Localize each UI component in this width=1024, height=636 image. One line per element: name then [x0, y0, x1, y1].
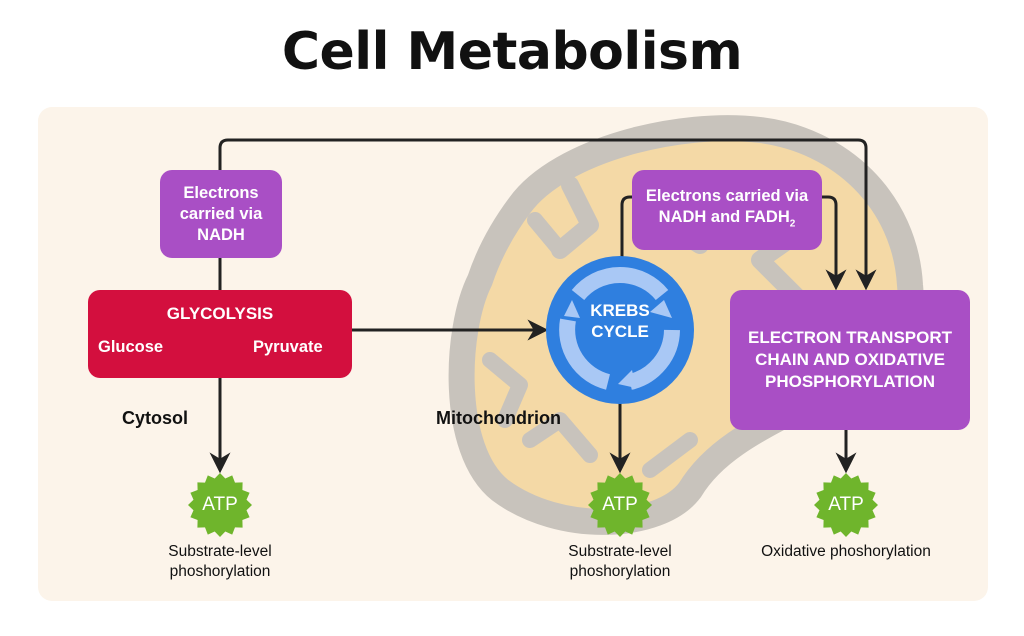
- atp-label-2: ATP: [602, 494, 638, 515]
- electrons-nadh-box: Electrons carried via NADH: [160, 170, 282, 258]
- fadh-subscript: 2: [789, 218, 796, 230]
- electrons-nadh-label: Electrons carried via NADH: [179, 183, 263, 244]
- glucose-label: Glucose: [98, 338, 164, 356]
- caption-oxidative: Oxidative phoshorylation: [761, 543, 931, 560]
- etc-box: ELECTRON TRANSPORT CHAIN AND OXIDATIVE P…: [730, 290, 970, 430]
- nadh-to-etc-arrow: [218, 138, 877, 291]
- glycolysis-title: GLYCOLYSIS: [166, 304, 274, 323]
- caption-glycolysis: Substrate-level phoshorylation: [168, 543, 272, 580]
- krebs-cycle-circle: [546, 256, 694, 404]
- electrons-nadh-fadh-box: Electrons carried via NADH and FADH2: [632, 170, 822, 250]
- atp-badges: [188, 473, 878, 537]
- electrons-nadh-fadh-label: Electrons carried via NADH and FADH2: [640, 186, 814, 234]
- pyruvate-label: Pyruvate: [253, 338, 323, 356]
- caption-krebs: Substrate-level phoshorylation: [568, 543, 672, 580]
- atp-label-3: ATP: [828, 494, 864, 515]
- atp-badge-3: [814, 473, 878, 537]
- glycolysis-box: [88, 290, 352, 378]
- electrons-nadh-fadh-text: Electrons carried via NADH and FADH: [645, 186, 809, 226]
- etc-label: ELECTRON TRANSPORT CHAIN AND OXIDATIVE P…: [748, 328, 952, 391]
- page-title: Cell Metabolism: [281, 22, 743, 82]
- atp-badge-2: [588, 473, 652, 537]
- mitochondrion-label: Mitochondrion: [436, 408, 561, 428]
- krebs-cycle-label: KREBS CYCLE: [590, 301, 650, 341]
- atp-badge-1: [188, 473, 252, 537]
- cytosol-label: Cytosol: [122, 408, 189, 428]
- atp-label-1: ATP: [202, 494, 238, 515]
